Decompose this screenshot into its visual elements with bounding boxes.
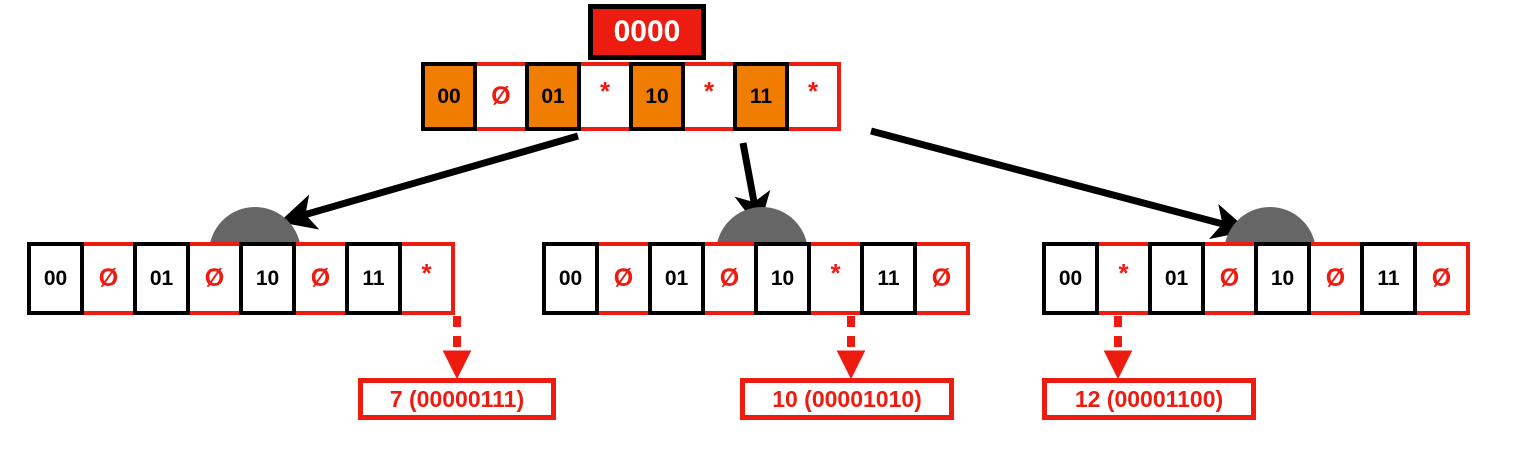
root-value-cell-01[interactable]: *	[577, 62, 633, 131]
leaf-left-value-label-11: *	[421, 257, 432, 288]
root-key-label-01: 01	[541, 84, 565, 108]
leaf-right-value-cell-10[interactable]: Ø	[1307, 242, 1364, 315]
leaf-middle-value-label-00: Ø	[613, 264, 634, 292]
leaf-node-left: 00 Ø 01 Ø 10 Ø 11 *	[27, 242, 455, 315]
value-box-10-label: 10 (00001010)	[772, 385, 922, 412]
leaf-right-value-label-11: Ø	[1431, 264, 1452, 292]
leaf-right-key-label-01: 01	[1164, 266, 1189, 290]
leaf-right-value-label-01: Ø	[1219, 264, 1240, 292]
leaf-right-key-label-11: 11	[1377, 266, 1400, 290]
leaf-middle-key-label-01: 01	[664, 266, 689, 290]
value-box-7-label: 7 (00000111)	[389, 385, 525, 412]
root-value-label-01: *	[599, 75, 611, 106]
leaf-left-key-cell-01[interactable]: 01	[133, 242, 190, 315]
root-key-cell-00[interactable]: 00	[421, 62, 477, 131]
leaf-left-value-label-00: Ø	[98, 264, 119, 292]
leaf-right-value-label-10: Ø	[1325, 264, 1346, 292]
leaf-left-value-label-01: Ø	[204, 264, 225, 292]
pointer-arrow-right	[870, 127, 1249, 240]
leaf-left-value-cell-10[interactable]: Ø	[292, 242, 349, 315]
leaf-left-key-label-00: 00	[43, 266, 68, 290]
root-node: 00 Ø 01 * 10 * 11 *	[421, 62, 841, 131]
value-box-12: 12 (00001100)	[1042, 378, 1256, 420]
leaf-middle-value-cell-01[interactable]: Ø	[701, 242, 758, 315]
root-key-label-10: 10	[645, 84, 669, 108]
root-value-label-10: *	[703, 75, 715, 106]
leaf-right-value-cell-01[interactable]: Ø	[1201, 242, 1258, 315]
leaf-right-key-cell-01[interactable]: 01	[1148, 242, 1205, 315]
leaf-middle-value-cell-00[interactable]: Ø	[595, 242, 652, 315]
leaf-right-key-cell-00[interactable]: 00	[1042, 242, 1099, 315]
leaf-right-key-label-00: 00	[1058, 266, 1083, 290]
value-box-10: 10 (00001010)	[740, 378, 954, 420]
pointer-arrow-left	[279, 132, 579, 230]
leaf-right-value-label-00: *	[1118, 257, 1129, 288]
leaf-left-key-label-10: 10	[255, 266, 280, 290]
leaf-left-key-label-11: 11	[362, 266, 385, 290]
root-key-cell-10[interactable]: 10	[629, 62, 685, 131]
leaf-left-value-cell-01[interactable]: Ø	[186, 242, 243, 315]
leaf-left-value-label-10: Ø	[310, 264, 331, 292]
leaf-middle-key-label-10: 10	[770, 266, 795, 290]
root-label-text: 0000	[613, 15, 681, 48]
leaf-left-key-cell-11[interactable]: 11	[345, 242, 402, 315]
leaf-middle-value-label-11: Ø	[931, 264, 952, 292]
root-value-cell-11[interactable]: *	[785, 62, 841, 131]
root-label-box: 0000	[588, 4, 706, 60]
leaf-right-key-cell-10[interactable]: 10	[1254, 242, 1311, 315]
leaf-node-middle: 00 Ø 01 Ø 10 * 11 Ø	[542, 242, 970, 315]
leaf-middle-value-label-10: *	[830, 257, 841, 288]
leaf-middle-key-label-11: 11	[877, 266, 900, 290]
leaf-left-key-cell-00[interactable]: 00	[27, 242, 84, 315]
leaf-middle-key-cell-00[interactable]: 00	[542, 242, 599, 315]
leaf-middle-key-cell-11[interactable]: 11	[860, 242, 917, 315]
root-value-label-11: *	[807, 75, 819, 106]
leaf-middle-key-cell-01[interactable]: 01	[648, 242, 705, 315]
value-box-7: 7 (00000111)	[358, 378, 556, 420]
root-value-cell-10[interactable]: *	[681, 62, 737, 131]
leaf-left-key-cell-10[interactable]: 10	[239, 242, 296, 315]
value-box-12-label: 12 (00001100)	[1074, 385, 1224, 412]
root-key-label-11: 11	[749, 84, 773, 108]
leaf-middle-value-cell-10[interactable]: *	[807, 242, 864, 315]
leaf-middle-key-label-00: 00	[558, 266, 583, 290]
root-key-label-00: 00	[437, 84, 461, 108]
leaf-right-value-cell-00[interactable]: *	[1095, 242, 1152, 315]
leaf-middle-value-label-01: Ø	[719, 264, 740, 292]
leaf-middle-value-cell-11[interactable]: Ø	[913, 242, 970, 315]
leaf-middle-key-cell-10[interactable]: 10	[754, 242, 811, 315]
root-key-cell-11[interactable]: 11	[733, 62, 789, 131]
leaf-right-key-cell-11[interactable]: 11	[1360, 242, 1417, 315]
leaf-left-value-cell-11[interactable]: *	[398, 242, 455, 315]
root-value-cell-00[interactable]: Ø	[473, 62, 529, 131]
leaf-right-value-cell-11[interactable]: Ø	[1413, 242, 1470, 315]
leaf-left-key-label-01: 01	[149, 266, 174, 290]
root-key-cell-01[interactable]: 01	[525, 62, 581, 131]
leaf-left-value-cell-00[interactable]: Ø	[80, 242, 137, 315]
root-value-label-00: Ø	[491, 82, 511, 110]
leaf-right-key-label-10: 10	[1270, 266, 1295, 290]
leaf-node-right: 00 * 01 Ø 10 Ø 11 Ø	[1042, 242, 1470, 315]
